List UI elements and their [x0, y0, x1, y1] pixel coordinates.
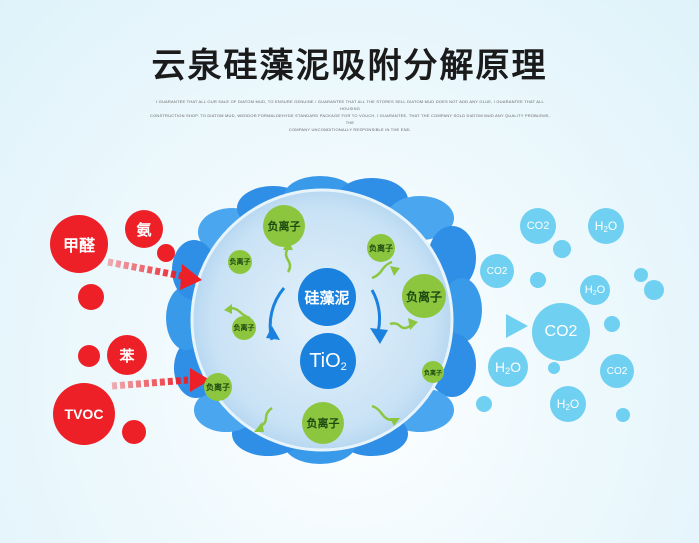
output-particle — [530, 272, 546, 288]
negative-ion-ball: 负离子 — [402, 274, 446, 318]
h2o-sub: 2 — [505, 366, 511, 376]
tio2-subscript: 2 — [340, 361, 347, 373]
cycle-arrowhead-right — [370, 328, 388, 344]
negative-ion-ball: 负离子 — [204, 373, 232, 401]
pollutant-formaldehyde: 甲醛 — [50, 215, 108, 273]
pollutant-benzene: 苯 — [107, 335, 147, 375]
output-co2: CO2 — [480, 254, 514, 288]
pollutant-arrow-top — [107, 258, 202, 290]
cycle-arrowhead-left — [266, 326, 280, 340]
output-particle — [644, 280, 664, 300]
h2o-sub: 2 — [592, 289, 597, 297]
diatom-mud-core: 硅藻泥 — [298, 268, 356, 326]
output-particle — [476, 396, 492, 412]
negative-ion-ball: 负离子 — [367, 234, 395, 262]
output-co2: CO2 — [600, 354, 634, 388]
fine-print: I GUARANTEE THAT ALL OUR SALE OF DIATOM … — [150, 98, 550, 133]
negative-ion-ball: 负离子 — [232, 316, 256, 340]
output-particle — [553, 240, 571, 258]
negative-ion-ball: 负离子 — [228, 250, 252, 274]
negative-ion-ball: 负离子 — [422, 361, 444, 383]
pollutant-particle — [78, 345, 100, 367]
h2o-sub: 2 — [565, 402, 570, 412]
output-particle — [634, 268, 648, 282]
ion-wave-arrowheads — [224, 240, 418, 432]
h2o-o: O — [596, 284, 606, 296]
pollutant-particle — [122, 420, 146, 444]
output-arrow — [440, 314, 528, 338]
h2o-h: H — [494, 359, 506, 375]
h2o-sub: 2 — [603, 224, 608, 234]
h2o-h: H — [594, 219, 604, 233]
output-particle — [548, 362, 560, 374]
h2o-o: O — [569, 397, 580, 411]
fine-print-line: COMPANY UNCONDITIONALLY RESPONSIBLE IN T… — [288, 127, 412, 132]
output-co2: CO2 — [520, 208, 556, 244]
pollutant-arrow-bottom — [111, 368, 210, 392]
h2o-h: H — [584, 284, 593, 296]
page-title: 云泉硅藻泥吸附分解原理 — [151, 46, 548, 86]
pollutant-particle — [157, 244, 175, 262]
output-co2-large: CO2 — [532, 303, 590, 361]
output-particle — [616, 408, 630, 422]
pollutant-particle — [78, 284, 104, 310]
pollutant-tvoc: TVOC — [53, 383, 115, 445]
h2o-h: H — [556, 397, 566, 411]
pollutant-ammonia: 氨 — [125, 210, 163, 248]
tio2-label: TiO — [309, 349, 341, 372]
output-particle — [604, 316, 620, 332]
fine-print-line: CONSTRUCTION SHOP, TO DIATOM MUD, WEDDOR… — [150, 113, 550, 125]
h2o-o: O — [607, 219, 618, 233]
negative-ion-ball: 负离子 — [263, 205, 305, 247]
negative-ion-ball: 负离子 — [302, 402, 344, 444]
h2o-o: O — [510, 359, 522, 375]
fine-print-line: I GUARANTEE THAT ALL OUR SALE OF DIATOM … — [156, 99, 544, 111]
